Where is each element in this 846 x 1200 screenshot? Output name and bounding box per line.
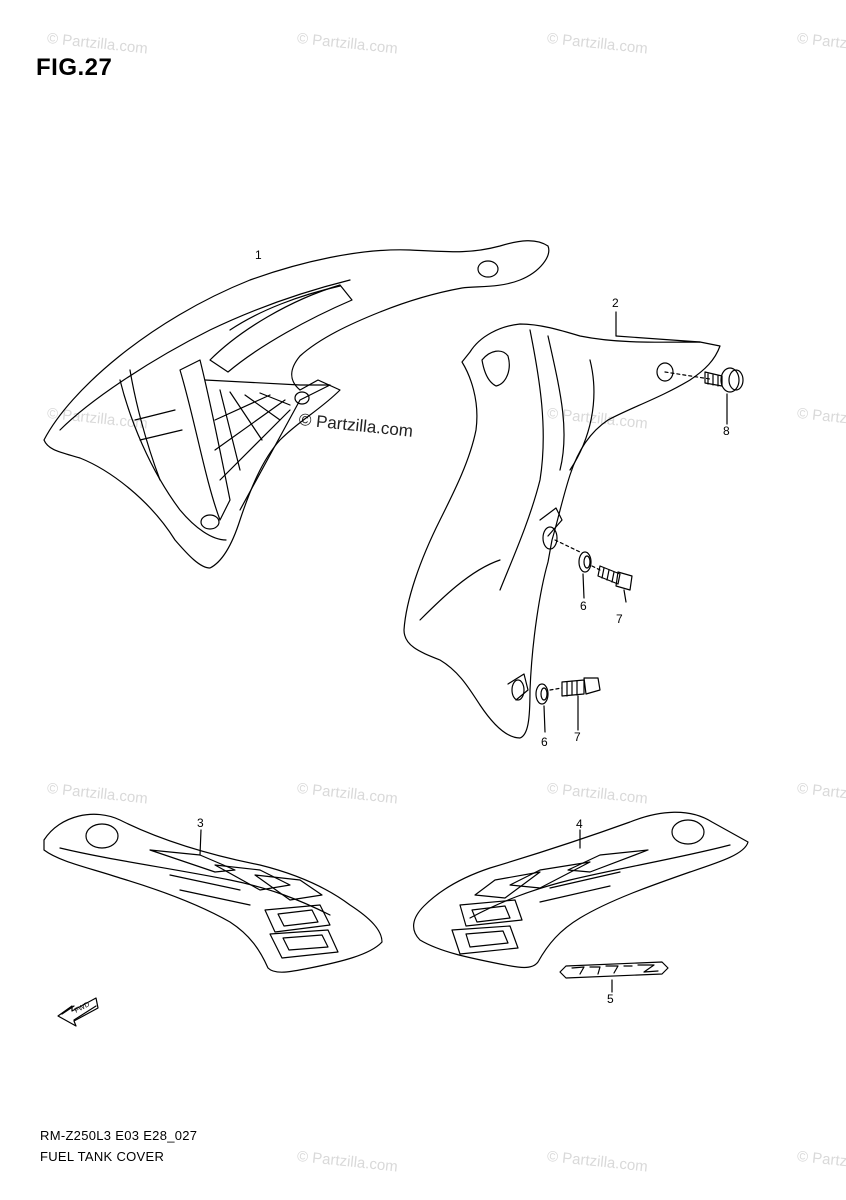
callout-8: 8: [723, 424, 730, 438]
part-2-panel-line-2: [548, 336, 564, 470]
part-2-lower-edge: [420, 560, 500, 620]
part-2-tab-mid: [540, 508, 562, 536]
part-2-tank-cover-left[interactable]: [404, 324, 720, 738]
part-1-stripe: [210, 285, 352, 372]
part-3-emblem-right[interactable]: [44, 814, 382, 972]
leader-lines: [200, 312, 727, 855]
part-1-detail: [135, 410, 182, 440]
part-1-grommet-mid: [295, 392, 309, 404]
part-6a-cushion[interactable]: [555, 540, 591, 572]
callout-4: 4: [576, 817, 583, 831]
part-2-stripe: [570, 360, 594, 470]
fwd-arrow-icon: FWD: [58, 998, 98, 1026]
callout-2: 2: [612, 296, 619, 310]
callout-7a: 7: [616, 612, 623, 626]
callout-3: 3: [197, 816, 204, 830]
part-2-outline: [404, 324, 720, 738]
callout-7b: 7: [574, 730, 581, 744]
part-1-grommet-top: [478, 261, 498, 277]
callout-6b: 6: [541, 735, 548, 749]
part-2-hole-8: [657, 363, 673, 381]
part-8-bolt[interactable]: [665, 368, 743, 392]
part-1-stripe-inner: [230, 286, 340, 330]
part-7b-bolt[interactable]: [550, 678, 600, 730]
callout-5: 5: [607, 992, 614, 1006]
part-1-bracket: [180, 360, 230, 520]
part-1-inner-edge: [120, 380, 226, 540]
part-2-hole-6b: [512, 680, 524, 700]
part-7a-bolt[interactable]: [592, 566, 632, 602]
part-1-tank-cover-right[interactable]: [44, 241, 549, 568]
part-1-rib: [130, 370, 160, 480]
part-5-emblem-rmz[interactable]: [560, 962, 668, 992]
part-1-mesh-frame: [205, 380, 330, 510]
callout-1: 1: [255, 248, 262, 262]
drawing-name: FUEL TANK COVER: [40, 1149, 165, 1164]
part-6b-cushion[interactable]: [536, 684, 548, 732]
part-1-panel-line: [60, 280, 350, 430]
figure-title: FIG.27: [36, 54, 113, 81]
part-4-emblem-left[interactable]: [414, 812, 748, 967]
part-2-tab-low: [508, 674, 528, 700]
part-2-logo-mark: [482, 351, 509, 386]
part-2-hole-6a: [543, 527, 557, 549]
part-1-grommet-bottom: [201, 515, 219, 529]
part-1-mesh: [215, 390, 290, 480]
part-2-panel-line: [500, 330, 543, 590]
part-1-outline: [44, 241, 549, 568]
drawing-code: RM-Z250L3 E03 E28_027: [40, 1128, 198, 1143]
callout-6a: 6: [580, 599, 587, 613]
